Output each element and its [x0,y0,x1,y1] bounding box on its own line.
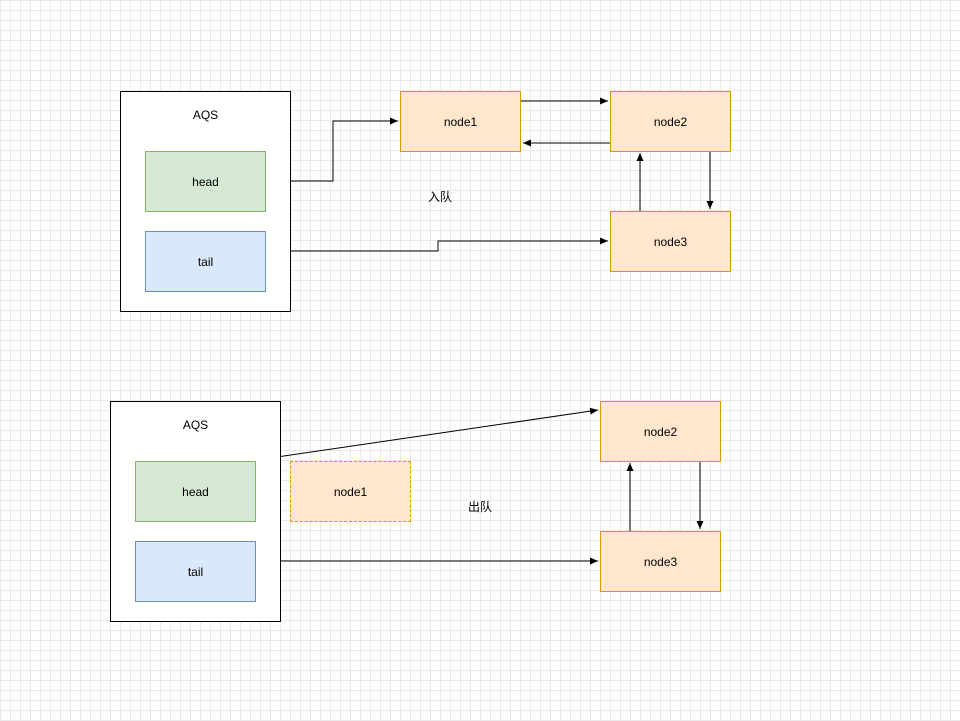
dequeue-caption: 出队 [468,500,493,514]
node2-label: node2 [643,424,678,439]
enqueue-caption: 入队 [428,190,453,204]
node3-label: node3 [643,554,678,569]
node3-box[interactable]: node3 [600,531,721,592]
node2-box[interactable]: node2 [600,401,721,462]
head-label: head [182,484,209,499]
tail-label: tail [187,564,204,579]
tail-box[interactable]: tail [135,541,256,602]
edge-head-to-node2-dequeue [249,407,599,462]
detached-node1-box[interactable]: node1 [290,461,411,522]
edge-head-to-node1 [266,117,398,182]
node1-box[interactable]: node1 [400,91,521,152]
aqs-title: AQS [182,418,209,432]
aqs-title: AQS [192,108,219,122]
node3-box[interactable]: node3 [610,211,731,272]
node2-box[interactable]: node2 [610,91,731,152]
head-box[interactable]: head [145,151,266,212]
tail-box[interactable]: tail [145,231,266,292]
head-box[interactable]: head [135,461,256,522]
head-label: head [192,174,219,189]
edge-tail-to-node3 [266,237,608,252]
node2-label: node2 [653,114,688,129]
node1-label: node1 [333,484,368,499]
tail-label: tail [197,254,214,269]
node3-label: node3 [653,234,688,249]
node1-label: node1 [443,114,478,129]
